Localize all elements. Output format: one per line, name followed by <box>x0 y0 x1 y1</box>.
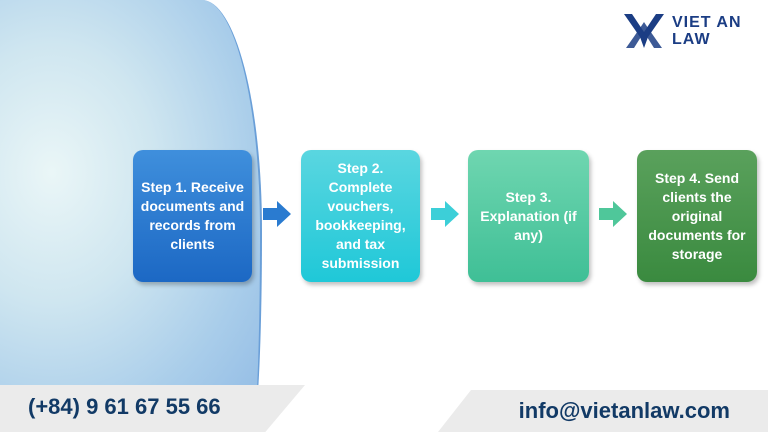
vietan-law-logo: VIET AN LAW <box>622 12 742 50</box>
footer-left-band <box>0 385 305 432</box>
step-1-box: Step 1. Receive documents and records fr… <box>133 150 252 282</box>
email-address: info@vietanlaw.com <box>518 398 730 423</box>
arrow-right-icon <box>431 201 459 227</box>
step-3-box: Step 3. Explanation (if any) <box>468 150 589 282</box>
logo-mark-icon <box>624 14 664 48</box>
step-1-label: Step 1. Receive documents and records fr… <box>140 179 245 252</box>
step-2-box: Step 2. Complete vouchers, bookkeeping, … <box>301 150 420 282</box>
logo-text-line2: LAW <box>672 31 711 48</box>
arrow-right-icon <box>263 201 291 227</box>
arrow-right-icon <box>599 201 627 227</box>
step-4-box: Step 4. Send clients the original docume… <box>637 150 757 282</box>
phone-number: (+84) 9 61 67 55 66 <box>28 394 221 419</box>
step-2-label: Step 2. Complete vouchers, bookkeeping, … <box>315 160 406 271</box>
step-3-label: Step 3. Explanation (if any) <box>480 188 577 243</box>
logo-text-line1: VIET AN <box>672 14 742 31</box>
step-4-label: Step 4. Send clients the original docume… <box>648 169 746 262</box>
footer-right-band <box>438 390 768 432</box>
